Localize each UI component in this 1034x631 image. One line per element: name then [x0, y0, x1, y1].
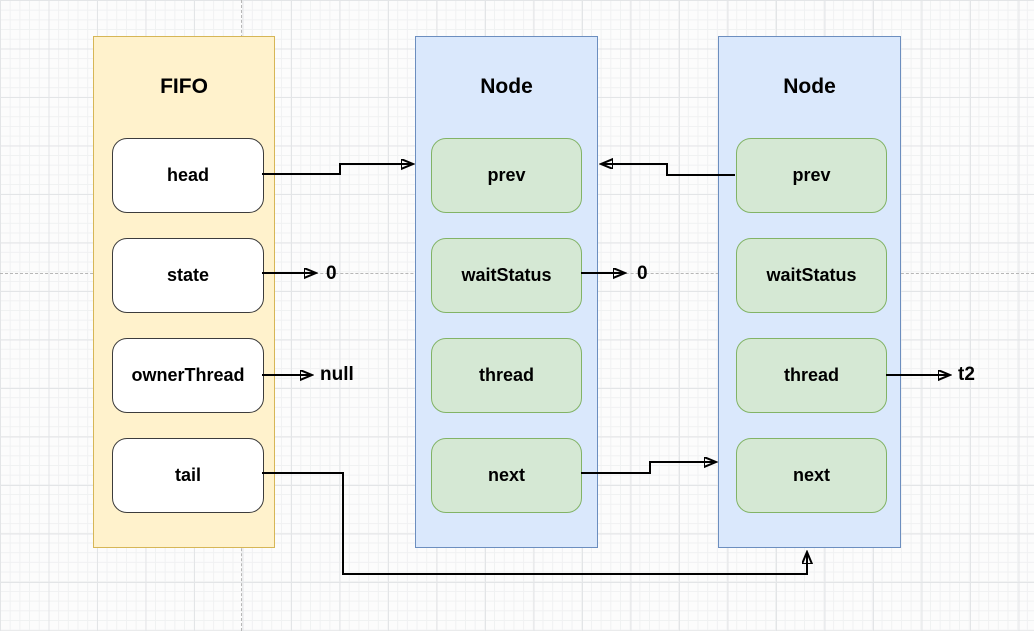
- node2-thread-box: thread: [736, 338, 887, 413]
- fifo-state-label: state: [166, 265, 210, 285]
- edge-node1-next-to-node2-next: [581, 462, 716, 474]
- fifo-title: FIFO: [160, 75, 208, 98]
- node2-prev-box: prev: [736, 138, 887, 213]
- node1-next-label: next: [487, 465, 525, 485]
- node2-thread-label: thread: [783, 365, 839, 385]
- edge-head-to-node1-prev: [262, 164, 413, 175]
- fifo-ownerthread-box: ownerThread: [112, 338, 264, 413]
- node1-waitstatus-label: waitStatus: [461, 265, 552, 285]
- node2-next-label: next: [792, 465, 830, 485]
- fifo-state-box: state: [112, 238, 264, 313]
- node2-thread-value-label: t2: [958, 364, 975, 385]
- node2-waitstatus-box: waitStatus: [736, 238, 887, 313]
- node2-prev-label: prev: [792, 165, 831, 185]
- node1-thread-label: thread: [478, 365, 534, 385]
- node1-waitstatus-box: waitStatus: [431, 238, 582, 313]
- fifo-ownerthread-label: ownerThread: [131, 365, 245, 385]
- node2-waitstatus-label: waitStatus: [766, 265, 857, 285]
- fifo-container: FIFO head state ownerThread tail: [93, 36, 275, 548]
- fifo-head-box: head: [112, 138, 264, 213]
- node2-next-box: next: [736, 438, 887, 513]
- node1-title: Node: [480, 75, 533, 98]
- node1-prev-label: prev: [487, 165, 526, 185]
- fifo-tail-label: tail: [174, 465, 201, 485]
- node2-container: Node prev waitStatus thread next: [718, 36, 901, 548]
- state-value-label: 0: [326, 263, 337, 284]
- node1-waitstatus-value-label: 0: [637, 263, 648, 284]
- fifo-head-label: head: [166, 165, 209, 185]
- fifo-tail-box: tail: [112, 438, 264, 513]
- node1-container: Node prev waitStatus thread next: [415, 36, 598, 548]
- ownerthread-value-label: null: [320, 364, 354, 385]
- node1-prev-box: prev: [431, 138, 582, 213]
- node1-thread-box: thread: [431, 338, 582, 413]
- edge-node2-prev-to-node1-prev: [601, 164, 735, 176]
- node2-title: Node: [783, 75, 836, 98]
- node1-next-box: next: [431, 438, 582, 513]
